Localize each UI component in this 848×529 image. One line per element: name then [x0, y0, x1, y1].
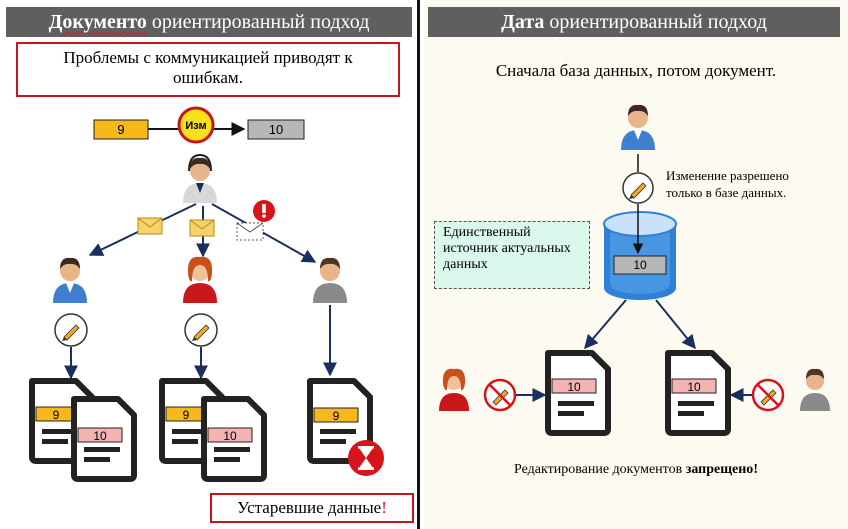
left-header: Документо ориентированный подход: [6, 7, 412, 37]
left-title-rest: ориентированный подход: [146, 11, 370, 33]
user-person-icon: [313, 257, 347, 303]
problem-line-1: Проблемы с коммуникацией приводят к: [63, 48, 353, 67]
doc-value: 9: [183, 408, 190, 422]
arrow-db-doc2: [655, 299, 696, 350]
pencil-icon: [622, 172, 654, 204]
doc-value: 10: [567, 380, 581, 394]
edit-allowed-note: Изменение разрешено только в базе данных…: [666, 167, 816, 201]
new-version-value: 10: [269, 122, 283, 137]
new-version-box: [247, 119, 305, 140]
outdated-data-box: Устаревшие данные!: [210, 493, 414, 523]
no-edit-icon: [483, 378, 517, 412]
pencil-icon: [184, 313, 218, 347]
db-value: 10: [633, 258, 647, 272]
edit-forbidden-note: Редактирование документов запрещено!: [424, 462, 848, 478]
doc-value: 9: [333, 409, 340, 423]
right-header: Дата ориентированный подход: [428, 7, 840, 37]
doc-value: 10: [223, 429, 237, 443]
envelope-icon: [189, 219, 215, 237]
user-person-icon: [183, 256, 217, 303]
forbidden-mark: !: [753, 462, 758, 477]
user-person-icon: [439, 368, 469, 411]
old-version-value: 9: [117, 122, 124, 137]
db-value-box: [613, 255, 667, 275]
hourglass-icon: [348, 440, 384, 476]
right-title-rest: ориентированный подход: [544, 11, 767, 33]
no-edit-icon: [751, 378, 785, 412]
arrow-db-doc1: [584, 299, 627, 350]
user-person-icon: [53, 257, 87, 303]
problem-box: Проблемы с коммуникацией приводят к ошиб…: [16, 42, 400, 97]
edit-note-line-1: Изменение разрешено: [666, 168, 789, 183]
pencil-icon: [54, 313, 88, 347]
envelope-icon: [137, 217, 163, 235]
source-line-2: источник актуальных: [443, 241, 571, 256]
failed-envelope-icon: [236, 222, 264, 241]
doc-value: 9: [53, 408, 60, 422]
doc-value: 10: [93, 429, 107, 443]
doc-value-box: [313, 407, 359, 423]
user-person-icon: [800, 368, 830, 411]
change-circle: [177, 106, 215, 144]
single-source-box: Единственный источник актуальных данных: [434, 221, 590, 289]
doc-value: 10: [687, 380, 701, 394]
doc-value-box: [551, 378, 597, 394]
forbidden-text: Редактирование документов: [514, 462, 686, 477]
manager-person-icon: [183, 153, 217, 203]
outdated-label: Устаревшие данные: [237, 498, 382, 517]
doc-value-box: [207, 427, 253, 443]
source-line-1: Единственный: [443, 225, 531, 240]
alert-icon: [253, 200, 275, 222]
author-person-icon: [621, 104, 655, 150]
change-label: Изм: [185, 120, 206, 132]
edit-note-line-2: только в базе данных.: [666, 185, 787, 200]
right-subtitle: Сначала база данных, потом документ.: [495, 61, 777, 80]
panel-divider: [417, 0, 420, 529]
right-title-bold: Дата: [501, 11, 545, 33]
outdated-mark: !: [381, 498, 387, 517]
forbidden-bold: запрещено: [685, 462, 754, 477]
left-title-bold: Документо: [48, 11, 147, 33]
source-line-3: данных: [443, 257, 488, 272]
problem-line-2: ошибкам.: [173, 68, 243, 87]
doc-value-box: [77, 427, 123, 443]
doc-value-box: [671, 378, 717, 394]
